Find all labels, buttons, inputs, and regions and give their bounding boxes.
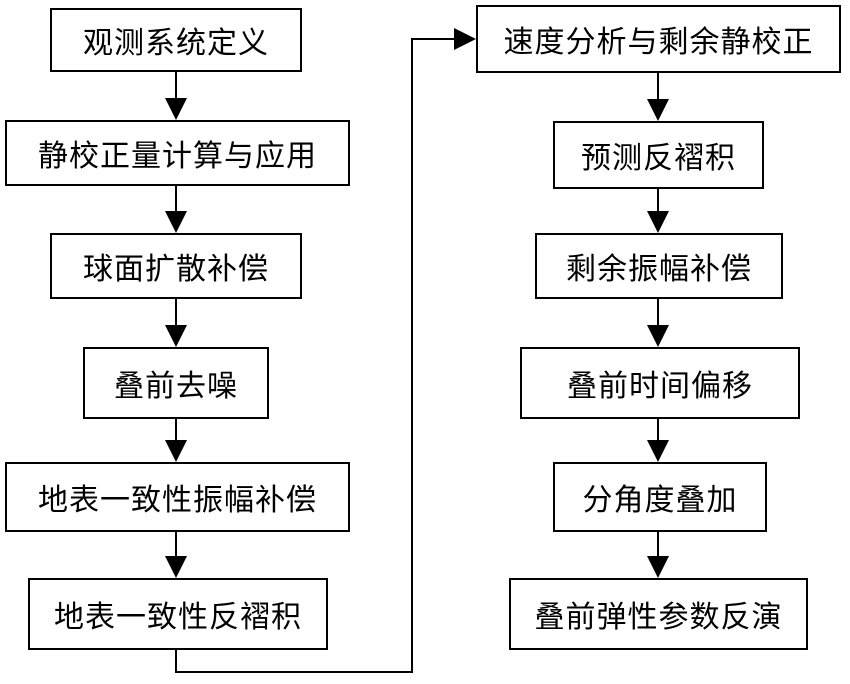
step-observation-system-definition: 观测系统定义: [50, 8, 302, 72]
step-prestack-elastic-inversion: 叠前弹性参数反演: [509, 578, 808, 650]
crossover-connector-arrow: [454, 28, 476, 50]
left-connector-arrow-3: [165, 440, 187, 462]
step-velocity-analysis-residual-statics: 速度分析与剩余静校正: [476, 5, 841, 73]
left-connector-arrow-2: [165, 325, 187, 347]
right-connector-arrow-0: [647, 99, 669, 121]
step-prestack-denoising: 叠前去噪: [83, 347, 269, 419]
right-connector-arrow-2: [647, 325, 669, 347]
step-surface-consistent-deconvolution: 地表一致性反褶积: [28, 578, 328, 650]
right-connector-arrow-1: [647, 211, 669, 233]
step-spherical-divergence-compensation: 球面扩散补偿: [50, 233, 302, 299]
step-prestack-time-migration: 叠前时间偏移: [520, 347, 800, 419]
left-connector-arrow-4: [165, 556, 187, 578]
step-surface-consistent-amplitude-compensation: 地表一致性振幅补偿: [5, 462, 350, 532]
left-connector-arrow-0: [165, 98, 187, 120]
left-connector-arrow-1: [165, 211, 187, 233]
step-predictive-deconvolution: 预测反褶积: [553, 121, 764, 189]
right-connector-arrow-4: [647, 556, 669, 578]
right-connector-arrow-3: [647, 440, 669, 462]
step-static-correction: 静校正量计算与应用: [5, 120, 350, 186]
crossover-connector-line: [175, 38, 456, 673]
step-angle-stack: 分角度叠加: [553, 462, 767, 532]
step-residual-amplitude-compensation: 剩余振幅补偿: [535, 233, 783, 299]
